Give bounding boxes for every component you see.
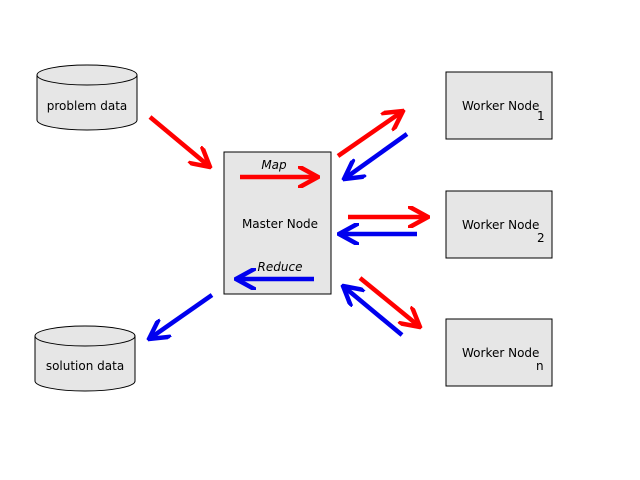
arrow-worker-n-to-master (343, 286, 404, 337)
worker-node-index: n (536, 359, 544, 373)
arrow-worker-1-to-master (344, 132, 409, 179)
worker-node-2: Worker Node 2 (445, 190, 553, 259)
arrow-input-to-master (148, 115, 210, 167)
worker-node-label: Worker Node (462, 346, 539, 360)
master-node-label: Master Node (242, 217, 318, 231)
worker-node-n: Worker Node n (445, 318, 553, 387)
worker-node-label: Worker Node (462, 99, 539, 113)
arrow-master-to-output (149, 293, 214, 339)
solution-data-label: solution data (46, 359, 124, 373)
worker-node-1: Worker Node 1 (445, 71, 553, 140)
worker-node-index: 2 (537, 231, 545, 245)
problem-data-store: problem data (36, 64, 138, 131)
arrow-master-to-worker-1 (336, 111, 403, 158)
reduce-label: Reduce (258, 260, 303, 274)
problem-data-label: problem data (47, 99, 128, 113)
master-node: Map Master Node Reduce (223, 151, 332, 295)
map-label: Map (261, 158, 287, 172)
solution-data-store: solution data (34, 325, 136, 392)
worker-node-index: 1 (537, 109, 545, 123)
worker-node-label: Worker Node (462, 218, 539, 232)
arrow-master-to-worker-n (358, 276, 420, 327)
